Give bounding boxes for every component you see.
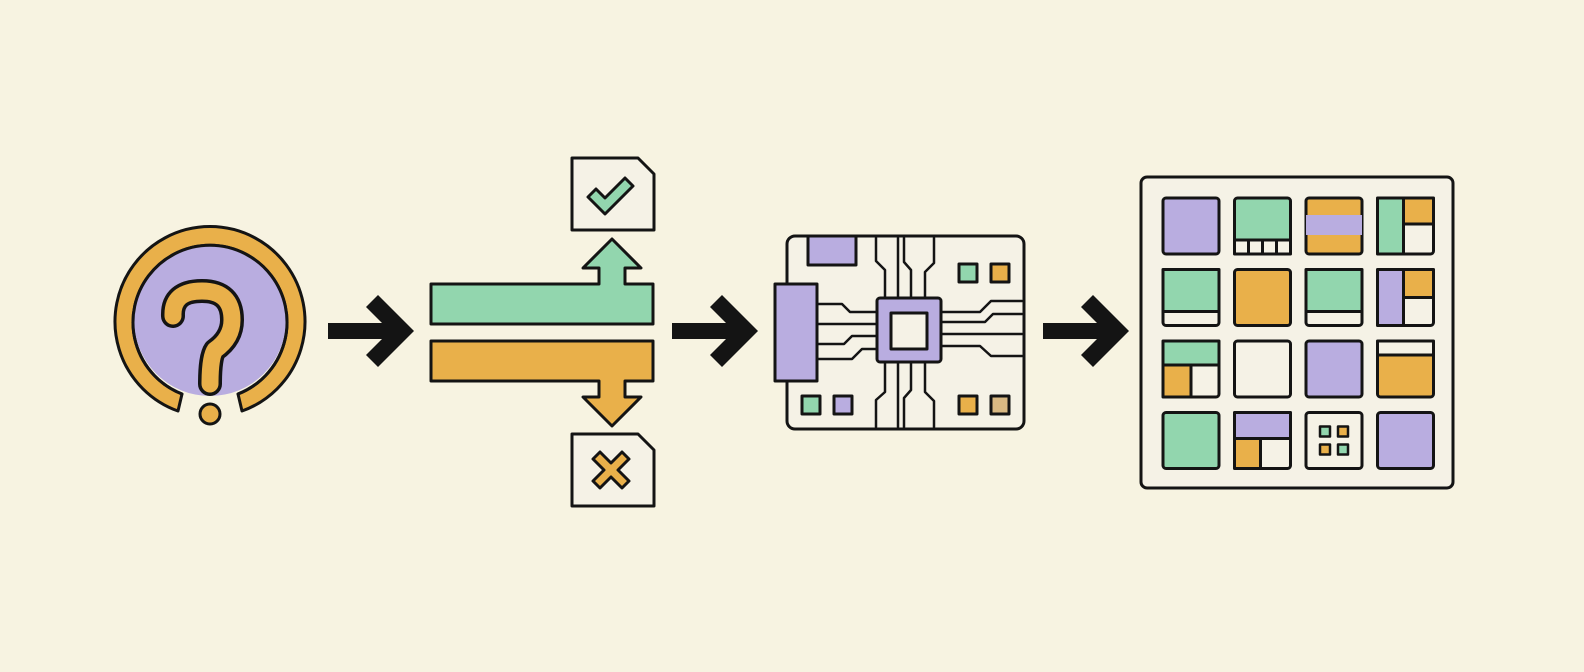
grid-tile	[1376, 196, 1435, 256]
check-icon	[570, 156, 656, 232]
grid-tile	[1161, 268, 1221, 327]
circuit-traces	[815, 236, 1024, 429]
accept-bar	[429, 237, 655, 326]
reject-bar	[429, 339, 655, 428]
grid-tile	[1304, 339, 1364, 399]
cross-icon	[570, 432, 656, 508]
grid-tile	[1304, 411, 1364, 470]
grid-tile	[1233, 339, 1292, 399]
grid-tile	[1233, 196, 1292, 256]
arrow-right-icon	[672, 295, 758, 367]
grid-tile	[1376, 411, 1435, 470]
arrow-right-icon	[328, 295, 414, 367]
grid-tiles	[1161, 196, 1435, 470]
split-decision-icon	[429, 156, 656, 508]
grid-tile	[1304, 196, 1364, 256]
grid-tile	[1161, 196, 1221, 256]
tile-grid-icon	[1139, 175, 1455, 490]
grid-tile	[1161, 339, 1221, 399]
question-mark-icon	[113, 225, 307, 426]
grid-tile	[1304, 268, 1364, 327]
side-module	[773, 282, 819, 383]
grid-tile	[1376, 339, 1435, 399]
arrow-right-icon	[1043, 295, 1129, 367]
grid-tile	[1233, 268, 1292, 327]
circuit-board-icon	[773, 234, 1026, 431]
grid-tile	[1376, 268, 1435, 327]
grid-frame	[1139, 175, 1455, 490]
grid-tile	[1161, 411, 1221, 470]
grid-tile	[1233, 411, 1292, 470]
